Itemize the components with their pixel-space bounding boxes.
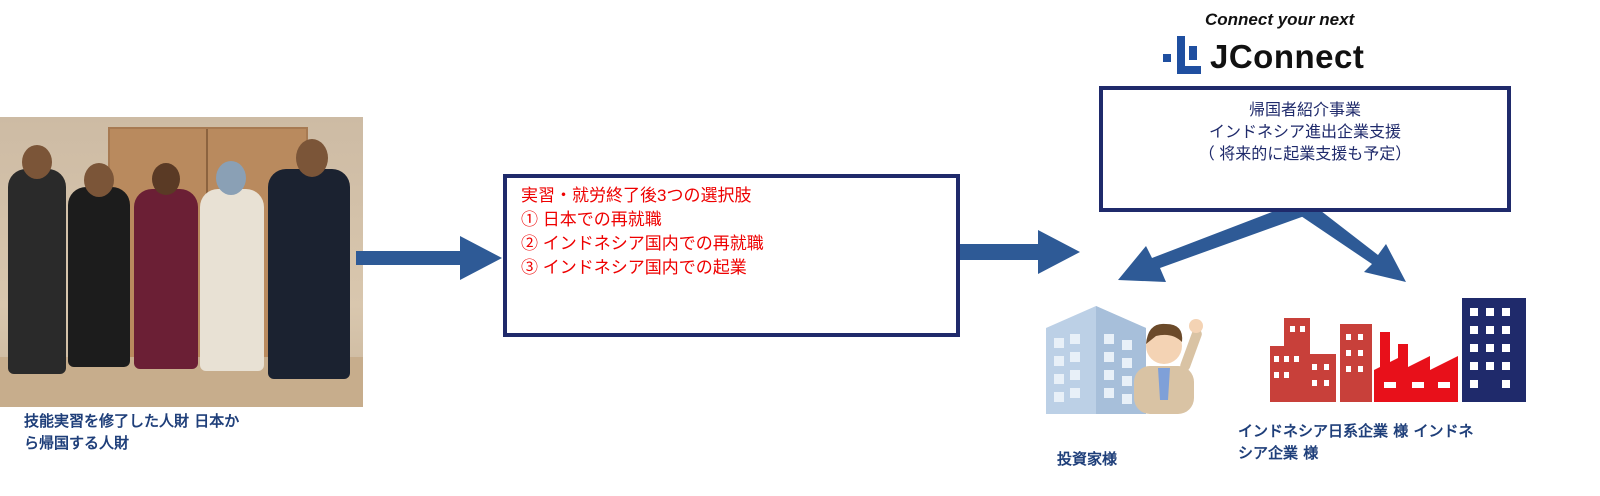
investor-building-icon [1046, 306, 1146, 414]
arrow-options-to-investors [960, 230, 1080, 274]
option-3: ③ インドネシア国内での起業 [521, 258, 747, 277]
services-box: 帰国者紹介事業 インドネシア進出企業支援 （ 将来的に起業支援も予定） [1099, 86, 1511, 212]
option-1: ① 日本での再就職 [521, 210, 662, 229]
photo-caption: 技能実習を修了した人財 日本か ら帰国する人財 [24, 412, 240, 452]
person-1 [8, 169, 66, 374]
investors-label: 投資家様 [1057, 450, 1118, 468]
person-3 [134, 189, 198, 369]
trainees-photo [0, 117, 363, 407]
businessman-icon [1134, 319, 1203, 414]
factory-icon [1374, 332, 1458, 402]
person-2 [68, 187, 130, 367]
service-2: インドネシア進出企業支援 [1208, 124, 1401, 141]
arrow-jconnect-to-investors [1118, 202, 1310, 282]
person-4 [200, 189, 264, 371]
person-5 [268, 169, 350, 379]
investor-illustration [1046, 306, 1203, 414]
option-2: ② インドネシア国内での再就職 [521, 234, 764, 253]
tower-icon [1462, 298, 1526, 402]
jconnect-logo-icon [1163, 36, 1201, 74]
arrow-photo-to-options [356, 236, 502, 280]
service-1: 帰国者紹介事業 [1248, 102, 1361, 119]
logo-tagline: Connect your next [1205, 10, 1355, 29]
options-heading: 実習・就労終了後3つの選択肢 [521, 186, 752, 205]
companies-label: インドネシア日系企業 様 インドネ シア企業 様 [1238, 422, 1474, 462]
arrow-jconnect-to-companies [1298, 204, 1406, 282]
service-3: （ 将来的に起業支援も予定） [1198, 146, 1412, 163]
logo-name: JConnect [1210, 38, 1365, 75]
options-box: 実習・就労終了後3つの選択肢 ① 日本での再就職 ② インドネシア国内での再就職… [503, 174, 960, 337]
company-buildings-icon [1270, 298, 1526, 402]
